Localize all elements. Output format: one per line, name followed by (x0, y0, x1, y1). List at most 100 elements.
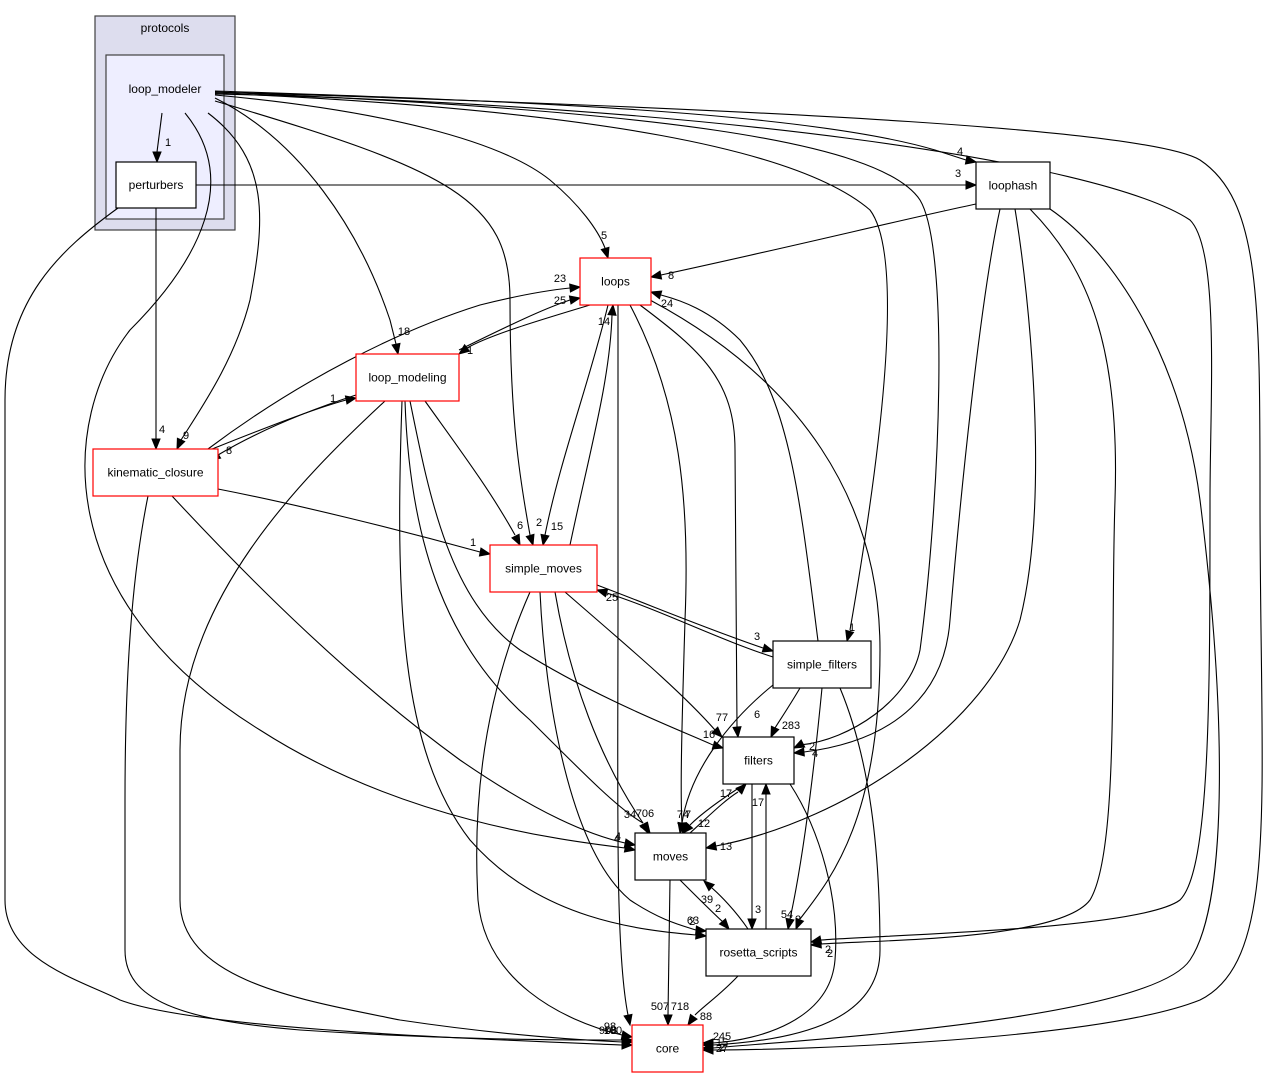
edge-count-label[interactable]: 39 (701, 894, 713, 906)
edge-loop-modeling-to-simple-moves[interactable]: 6 (424, 400, 523, 547)
edge-loops-to-filters[interactable]: 6 (639, 304, 760, 739)
edge-count-label[interactable]: 54 (781, 909, 793, 921)
edge-kinematic-closure-to-simple-moves[interactable]: 1 (217, 488, 492, 557)
edge-count-label[interactable]: 2 (536, 517, 542, 529)
edge-count-label[interactable]: 1 (165, 137, 171, 149)
edge-loop-modeling-to-core[interactable]: 190 (179, 400, 634, 1047)
edge-count-label[interactable]: 10 (604, 1025, 616, 1037)
edge-count-label[interactable]: 98 (604, 1021, 616, 1033)
node-loops[interactable]: loops (579, 257, 652, 306)
edge-simple-filters-to-filters[interactable]: 283 (770, 687, 801, 739)
node-loop-modeling[interactable]: loop_modeling (355, 353, 460, 402)
edge-simple-moves-to-moves[interactable]: 706 (554, 591, 654, 835)
edge-count-label[interactable]: 34 (624, 809, 636, 821)
edge-count-label[interactable]: 27 (716, 1043, 728, 1055)
edge-count-label[interactable]: 9 (183, 430, 189, 442)
edge-count-label[interactable]: 4 (159, 424, 165, 436)
edge-simple-filters-to-moves[interactable]: 74 (677, 684, 774, 835)
edge-kinematic-closure-to-loop-modeling[interactable]: 1 (211, 393, 358, 450)
edge-loop-modeler-to-perturbers[interactable]: 1 (152, 112, 171, 164)
edge-kinematic-closure-to-moves[interactable]: 4 (171, 495, 637, 848)
edge-loop-modeler-to-filters[interactable]: 2 (214, 91, 940, 753)
edge-loop-modeling-to-filters[interactable]: 16 (409, 400, 725, 750)
edge-count-label[interactable]: 17 (752, 797, 764, 809)
edge-count-label[interactable]: 23 (554, 273, 566, 285)
node-loophash[interactable]: loophash (975, 161, 1051, 210)
edge-simple-moves-to-core[interactable]: 908 (476, 591, 634, 1040)
edge-loop-modeler-to-loops[interactable]: 5 (214, 94, 610, 260)
edge-perturbers-to-core[interactable]: 10 (4, 207, 634, 1050)
edge-moves-to-core[interactable]: 718 (663, 879, 689, 1027)
edge-count-label[interactable]: 283 (782, 720, 800, 732)
edge-count-label[interactable]: 63 (687, 915, 699, 927)
edge-count-label[interactable]: 14 (598, 316, 610, 328)
edge-simple-filters-to-rosetta-scripts[interactable]: 54 (781, 687, 823, 931)
edge-loop-modeler-to-rosetta-scripts[interactable]: 2 (214, 93, 1213, 956)
edge-loophash-to-rosetta-scripts[interactable]: 2 (809, 208, 1117, 960)
edge-count-label[interactable]: 13 (720, 841, 732, 853)
edge-count-label[interactable]: 88 (700, 1011, 712, 1023)
edge-count-label[interactable]: 15 (716, 1037, 728, 1049)
edge-count-label[interactable]: 25 (606, 592, 618, 604)
edge-filters-to-rosetta-scripts[interactable]: 3 (747, 784, 761, 931)
edge-perturbers-to-loophash[interactable]: 3 (196, 168, 978, 190)
edge-loop-modeling-to-moves[interactable]: 34 (404, 400, 651, 835)
edge-rosetta-scripts-to-filters[interactable]: 17 (752, 782, 771, 929)
edge-count-label[interactable]: 6 (517, 520, 523, 532)
edge-loophash-to-loops[interactable]: 8 (649, 203, 977, 282)
edge-count-label[interactable]: 245 (713, 1031, 731, 1043)
edge-simple-filters-to-simple-moves[interactable]: 25 (595, 588, 774, 658)
edge-moves-to-rosetta-scripts[interactable]: 2 (679, 879, 730, 931)
edge-count-label[interactable]: 15 (551, 521, 563, 533)
edge-filters-to-core[interactable]: 2 (701, 783, 837, 1054)
edge-count-label[interactable]: 1 (330, 393, 336, 405)
edge-loop-modeler-to-loop-modeling[interactable]: 18 (214, 97, 410, 356)
edge-loop-modeling-to-loops[interactable]: 25 (458, 295, 582, 351)
node-moves[interactable]: moves (634, 832, 707, 881)
edge-count-label[interactable]: 3 (754, 631, 760, 643)
edge-count-label[interactable]: 17 (720, 788, 732, 800)
edge-count-label[interactable]: 7 (685, 809, 691, 821)
edge-count-label[interactable]: 706 (636, 808, 654, 820)
edge-count-label[interactable]: 718 (671, 1001, 689, 1013)
edge-loop-modeler-to-loophash[interactable]: 4 (214, 90, 978, 165)
edge-loops-to-simple-moves[interactable]: 15 (540, 304, 609, 547)
edge-count-label[interactable]: 6 (754, 709, 760, 721)
edge-loops-to-moves[interactable]: 7 (629, 304, 691, 835)
edge-count-label[interactable]: 1 (467, 345, 473, 357)
edge-count-label[interactable]: 24 (661, 298, 673, 310)
edge-loophash-to-core[interactable]: 27 (701, 208, 1220, 1055)
edge-count-label[interactable]: 12 (698, 818, 710, 830)
edge-count-label[interactable]: 4 (614, 833, 620, 845)
edge-rosetta-scripts-to-moves[interactable]: 39 (701, 880, 749, 930)
node-rosetta-scripts[interactable]: rosetta_scripts (705, 928, 812, 977)
node-perturbers[interactable]: perturbers (115, 161, 197, 209)
node-simple-filters[interactable]: simple_filters (772, 640, 872, 689)
edge-count-label[interactable]: 2 (719, 1042, 725, 1054)
edge-count-label[interactable]: 77 (716, 712, 728, 724)
edge-rosetta-scripts-to-core[interactable]: 88 (687, 975, 739, 1027)
edge-loop-modeling-to-rosetta-scripts[interactable]: 63 (399, 400, 708, 940)
edge-loops-to-rosetta-scripts[interactable]: 2 (649, 299, 881, 931)
edge-kinematic-closure-to-core[interactable]: 98 (124, 495, 634, 1045)
edge-count-label[interactable]: 16 (703, 729, 715, 741)
edge-filters-to-moves[interactable]: 12 (682, 783, 746, 835)
edge-count-label[interactable]: 4 (957, 146, 963, 158)
edge-simple-filters-to-loops[interactable]: 24 (649, 290, 819, 642)
edge-loop-modeler-to-simple-moves[interactable]: 2 (214, 100, 542, 547)
edge-loops-to-core[interactable]: 507 (617, 305, 669, 1027)
edge-simple-moves-to-simple-filters[interactable]: 3 (596, 584, 775, 653)
edge-count-label[interactable]: 3 (955, 168, 961, 180)
edge-count-label[interactable]: 74 (677, 809, 689, 821)
edge-count-label[interactable]: 25 (554, 295, 566, 307)
edge-simple-moves-to-filters[interactable]: 77 (564, 591, 728, 738)
edge-loop-modeler-to-kinematic-closure[interactable]: 9 (176, 112, 261, 451)
edge-loop-modeler-to-core[interactable]: 15 (214, 91, 1263, 1055)
edge-count-label[interactable]: 507 (651, 1001, 669, 1013)
edge-count-label[interactable]: 5 (601, 230, 607, 242)
edge-count-label[interactable]: 2 (825, 944, 831, 956)
edge-loophash-to-moves[interactable]: 13 (704, 208, 1037, 853)
edge-count-label[interactable]: 3 (755, 904, 761, 916)
edge-count-label[interactable]: 2 (689, 916, 695, 928)
edge-perturbers-to-kinematic-closure[interactable]: 4 (151, 208, 165, 451)
